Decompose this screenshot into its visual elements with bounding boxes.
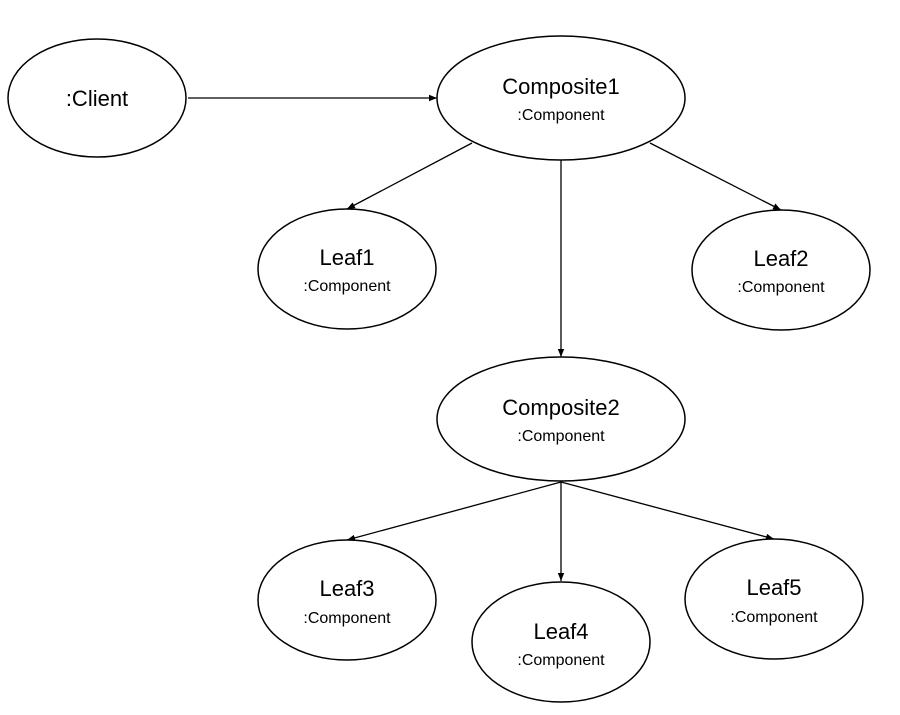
edge-composite1-to-leaf1 <box>346 142 473 210</box>
node-ellipse <box>436 356 686 482</box>
node-type: :Component <box>303 610 391 627</box>
node-leaf5: Leaf5 :Component <box>684 538 864 660</box>
node-composite2: Composite2 :Component <box>436 356 686 482</box>
node-ellipse <box>257 539 437 661</box>
node-type: :Component <box>730 609 818 626</box>
node-leaf2: Leaf2 :Component <box>691 209 871 331</box>
node-name: Composite2 <box>502 395 619 420</box>
node-name: :Client <box>66 86 128 111</box>
edge-composite2-to-leaf5 <box>560 481 775 541</box>
node-ellipse <box>471 581 651 703</box>
edges <box>188 94 782 581</box>
node-type: :Component <box>517 428 605 445</box>
node-leaf1: Leaf1 :Component <box>257 208 437 330</box>
node-ellipse <box>7 38 187 158</box>
node-leaf4: Leaf4 :Component <box>471 581 651 703</box>
node-type: :Component <box>303 278 391 295</box>
node-name: Leaf2 <box>753 246 808 271</box>
node-name: Composite1 <box>502 74 619 99</box>
edge-composite1-to-leaf2 <box>649 142 782 211</box>
node-ellipse <box>691 209 871 331</box>
node-ellipse <box>684 538 864 660</box>
node-name: Leaf1 <box>319 245 374 270</box>
node-composite1: Composite1 :Component <box>436 35 686 161</box>
node-name: Leaf3 <box>319 576 374 601</box>
node-leaf3: Leaf3 :Component <box>257 539 437 661</box>
node-client: :Client <box>7 38 187 158</box>
node-type: :Component <box>517 107 605 124</box>
node-ellipse <box>257 208 437 330</box>
node-type: :Component <box>517 652 605 669</box>
node-name: Leaf5 <box>746 575 801 600</box>
node-type: :Component <box>737 279 825 296</box>
edge-composite2-to-leaf3 <box>346 481 562 541</box>
node-ellipse <box>436 35 686 161</box>
node-name: Leaf4 <box>533 619 588 644</box>
